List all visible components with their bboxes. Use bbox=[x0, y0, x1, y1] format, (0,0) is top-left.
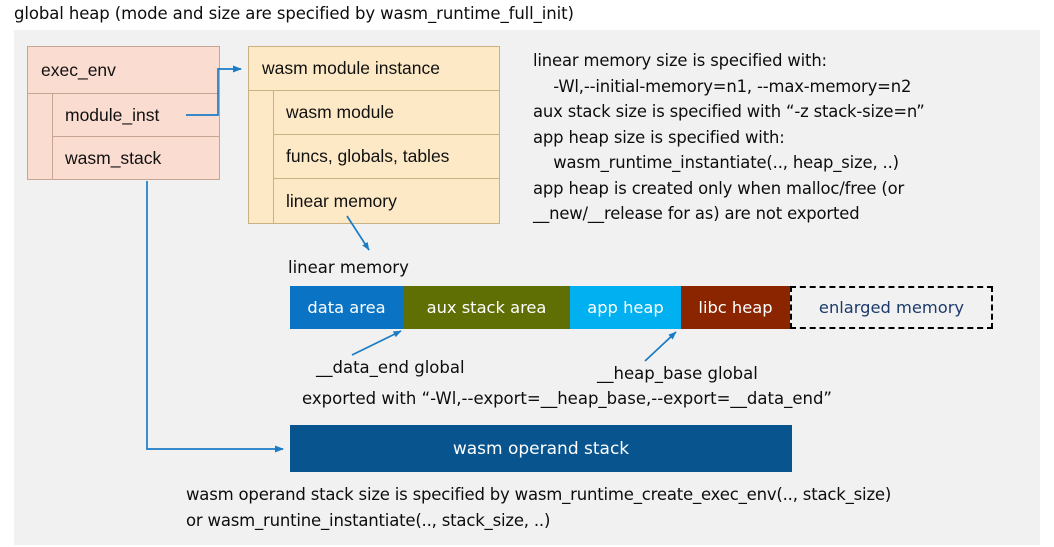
module-instance-field-linear-memory: linear memory bbox=[286, 190, 397, 211]
memory-segment-data-area: data area bbox=[290, 286, 403, 329]
module-instance-field-funcs-globals-tables: funcs, globals, tables bbox=[274, 135, 499, 179]
linear-memory-caption: linear memory bbox=[288, 258, 409, 277]
memory-segment-aux-stack-area: aux stack area bbox=[403, 286, 570, 329]
heap-base-annotation: __heap_base global bbox=[597, 364, 758, 383]
page-title: global heap (mode and size are specified… bbox=[14, 4, 574, 23]
memory-segment-app-heap: app heap bbox=[570, 286, 681, 329]
linear-memory-notes: linear memory size is specified with: -W… bbox=[533, 51, 925, 223]
data-end-annotation: __data_end global bbox=[316, 358, 465, 377]
exec-env-gutter bbox=[28, 94, 53, 180]
module-instance-gutter bbox=[249, 91, 274, 223]
memory-segment-enlarged-memory: enlarged memory bbox=[790, 286, 993, 329]
wasm-operand-stack-bar: wasm operand stack bbox=[290, 425, 792, 472]
exec-env-field-wasm-stack: wasm_stack bbox=[65, 147, 162, 168]
module-instance-field-wasm-module: wasm module bbox=[274, 91, 499, 135]
operand-stack-notes: wasm operand stack size is specified by … bbox=[186, 485, 892, 530]
exec-env-header: exec_env bbox=[28, 47, 219, 94]
module-instance-box: wasm module instance wasm module funcs, … bbox=[248, 46, 500, 224]
module-instance-fields: wasm module funcs, globals, tables linea… bbox=[274, 91, 499, 223]
exec-env-field-module-inst: module_inst bbox=[53, 94, 219, 137]
memory-segment-libc-heap: libc heap bbox=[681, 286, 790, 329]
exported-with-annotation: exported with “-Wl,--export=__heap_base,… bbox=[302, 389, 832, 408]
exec-env-box: exec_env module_inst wasm_stack bbox=[27, 46, 220, 180]
linear-memory-bar: data area aux stack area app heap libc h… bbox=[290, 286, 993, 329]
exec-env-fields: module_inst wasm_stack bbox=[53, 94, 219, 180]
module-instance-header: wasm module instance bbox=[249, 47, 499, 91]
